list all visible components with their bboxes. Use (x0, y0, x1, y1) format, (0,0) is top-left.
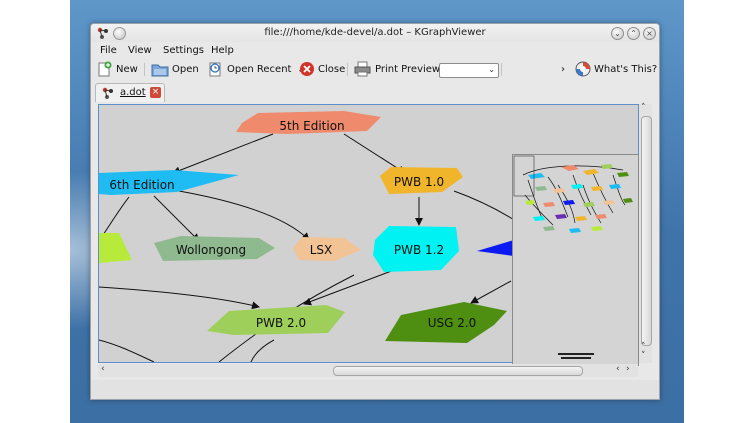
scroll-right-icon[interactable]: › (626, 364, 630, 374)
graph-edge (102, 196, 130, 236)
main-toolbar: New Open Open Recent ⌄ Close (91, 58, 659, 80)
open-recent-button[interactable]: Open Recent ⌄ (208, 60, 304, 78)
window-menu-button[interactable] (113, 27, 126, 40)
menu-settings[interactable]: Settings (163, 45, 205, 56)
node-5th-edition (236, 111, 381, 134)
scroll-down-icon[interactable]: ˅ (641, 351, 646, 361)
birdseye-thumbnail (513, 155, 633, 359)
title-bar[interactable]: file:///home/kde-devel/a.dot – KGraphVie… (91, 24, 659, 42)
graph-edge (172, 133, 274, 175)
graph-file-icon (102, 87, 113, 99)
tab-a-dot[interactable]: a.dot × (95, 83, 165, 102)
node-label-pwb-1-2: PWB 1.2 (394, 243, 444, 257)
graph-drawing: 5th Edition 6th Edition PWB 1.0 Wollongo… (99, 111, 520, 362)
graph-edge (470, 280, 512, 304)
node-pwb-1-0 (380, 167, 463, 194)
graph-edge (453, 190, 520, 224)
menu-file[interactable]: File (100, 45, 117, 56)
open-recent-icon (209, 62, 221, 77)
toolbar-separator (501, 63, 502, 76)
menu-view[interactable]: View (128, 45, 152, 56)
new-document-icon (98, 61, 112, 77)
close-window-button[interactable]: × (643, 27, 656, 40)
menu-bar: File View Settings Help (91, 42, 659, 58)
window-title: file:///home/kde-devel/a.dot – KGraphVie… (264, 27, 486, 38)
node-label-pwb-1-0: PWB 1.0 (394, 175, 444, 189)
graph-edge (343, 133, 406, 174)
open-button[interactable]: Open (151, 60, 199, 78)
print-preview-button[interactable]: Print Preview (354, 60, 440, 78)
whats-this-button[interactable]: What's This? (575, 60, 657, 78)
vertical-scrollbar[interactable]: ˄ ˄ ˅ (639, 103, 652, 363)
birdseye-caption-line (561, 357, 591, 359)
menu-help[interactable]: Help (211, 45, 234, 56)
toolbar-overflow-button[interactable]: › (561, 63, 565, 75)
node-wollongong (154, 236, 275, 261)
node-label-usg-2-0: USG 2.0 (428, 316, 477, 330)
graph-edge (99, 339, 155, 362)
graph-edge (153, 195, 200, 242)
status-bar (91, 380, 659, 399)
horizontal-scrollbar[interactable]: ‹ ‹ › (98, 364, 638, 377)
kgraphviewer-window: file:///home/kde-devel/a.dot – KGraphVie… (90, 23, 660, 400)
close-document-icon (300, 62, 314, 76)
document-tab-bar: a.dot × (91, 82, 659, 102)
print-preview-icon (354, 61, 371, 77)
new-label: New (116, 63, 138, 75)
node-lsx (293, 237, 361, 261)
toolbar-separator (144, 63, 145, 76)
scroll-left-icon[interactable]: ‹ (101, 364, 105, 374)
chevron-down-icon: ⌄ (488, 65, 495, 74)
graph-edge (99, 286, 260, 310)
scroll-left-icon[interactable]: ‹ (616, 364, 620, 374)
open-folder-icon (151, 64, 169, 77)
horizontal-scroll-thumb[interactable] (333, 366, 583, 376)
graph-edge (303, 269, 395, 306)
whats-this-icon (575, 61, 591, 77)
node-label-6th-edition: 6th Edition (109, 178, 174, 192)
node-partial-left (99, 233, 132, 263)
node-6th-edition (99, 170, 239, 195)
toolbar-separator (347, 63, 348, 76)
scroll-up-icon[interactable]: ˄ (641, 342, 646, 352)
minimize-button[interactable]: ⌄ (611, 27, 624, 40)
node-pwb-1-2 (373, 226, 459, 272)
open-label: Open (172, 63, 199, 75)
node-partial-blue (477, 240, 514, 256)
close-button[interactable]: Close (299, 60, 345, 78)
node-label-wollongong: Wollongong (176, 243, 246, 257)
app-icon[interactable] (96, 26, 110, 40)
node-pwb-2-0 (207, 305, 345, 335)
whats-this-label: What's This? (594, 63, 658, 75)
close-label: Close (318, 63, 346, 75)
graph-edge (178, 190, 310, 241)
node-label-5th-edition: 5th Edition (279, 119, 344, 133)
node-usg-2-0 (385, 302, 507, 343)
graph-edge (250, 339, 275, 362)
new-button[interactable]: New (97, 60, 138, 78)
node-label-pwb-2-0: PWB 2.0 (256, 316, 306, 330)
node-label-lsx: LSX (310, 243, 333, 257)
birdseye-caption-line (558, 353, 594, 355)
birdseye-view[interactable] (512, 154, 639, 366)
print-preview-label: Print Preview (375, 63, 441, 75)
tab-label: a.dot (120, 87, 146, 98)
scroll-up-icon[interactable]: ˄ (641, 103, 646, 113)
vertical-scroll-thumb[interactable] (641, 116, 652, 346)
tab-close-icon[interactable]: × (150, 87, 161, 98)
maximize-button[interactable]: ⌃ (627, 27, 640, 40)
open-recent-label: Open Recent (227, 63, 292, 75)
zoom-select[interactable]: ⌄ (439, 63, 499, 78)
